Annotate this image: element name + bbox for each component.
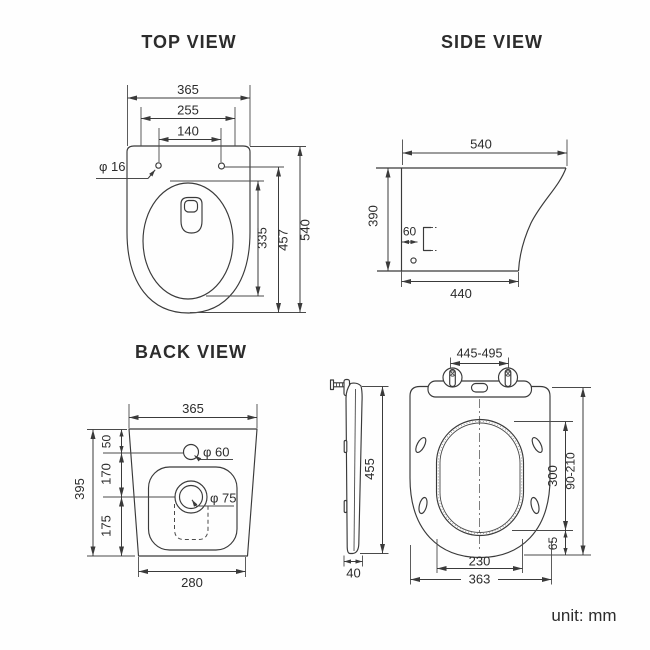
seat-profile-outline [345, 382, 363, 555]
seat-side-profile: 455 40 [329, 378, 389, 581]
dim-bracket-offset: 60 [403, 225, 417, 239]
dim-hinge-adjust-range: 90-210 [564, 452, 578, 490]
right-fixing-hole [217, 162, 226, 170]
back-view-outline [128, 428, 258, 557]
dim-seat-width: 255 [177, 103, 199, 118]
top-view: TOP VIEW 365 255 140 φ 16 [96, 32, 313, 314]
seat-bumper-lower [343, 499, 348, 514]
dim-seat-width: 363 [469, 572, 491, 587]
seat-top-dimensions: 445-495 300 65 90-210 230 363 [410, 347, 591, 587]
seat-outline [409, 385, 551, 559]
bolt-head [329, 379, 335, 391]
dim-rear-offset: 65 [546, 537, 560, 551]
opening-texture [437, 420, 523, 535]
back-view-dimensions: 365 395 50 170 175 φ 60 φ 75 280 [72, 401, 258, 590]
seat-opening [435, 418, 525, 537]
outlet-outer-circle [174, 480, 208, 514]
dim-opening-width: 230 [469, 554, 491, 569]
back-bowl-outline [147, 466, 238, 551]
dim-bowl-length: 335 [255, 227, 270, 249]
dim-rim-depth: 457 [276, 229, 291, 251]
dim-overall-depth: 540 [298, 219, 313, 241]
opening-inner-edge [439, 422, 521, 533]
dim-inlet-to-outlet: 170 [99, 463, 114, 485]
dim-inlet-diameter: φ 60 [203, 445, 230, 460]
left-fixing-hole [155, 162, 162, 169]
flush-jet-opening [183, 199, 199, 213]
outlet-inner-circle [178, 484, 204, 510]
hidden-trapway-outline [174, 504, 209, 540]
top-view-title: TOP VIEW [141, 32, 236, 52]
bowl-rim-ellipse [142, 182, 234, 300]
left-hinge-slot [449, 368, 456, 388]
seat-slot-left-upper [415, 436, 427, 454]
side-view: SIDE VIEW 540 390 60 440 [366, 32, 568, 301]
seat-slot-right-lower [530, 496, 540, 515]
dim-base-depth: 440 [450, 286, 472, 301]
dim-outlet-to-base: 175 [99, 515, 114, 537]
side-rear-curve [517, 167, 567, 272]
dim-overall-width: 365 [177, 82, 199, 97]
dim-back-top-width: 365 [182, 401, 204, 416]
right-hinge-slot [504, 368, 512, 388]
side-fixing-hole [410, 257, 417, 264]
label-backplate [461, 572, 498, 586]
dim-hole-spacing: 140 [177, 124, 199, 139]
water-inlet-hole [182, 443, 200, 461]
left-hinge-screw [449, 370, 456, 377]
dim-opening-length: 300 [545, 465, 560, 487]
hinge-center-slot [470, 382, 489, 393]
dim-height: 390 [366, 205, 381, 227]
dim-base-width: 280 [181, 575, 203, 590]
seat-bumper-upper [343, 439, 348, 454]
side-view-outline [376, 167, 567, 272]
dim-inlet-offset: 50 [100, 435, 114, 449]
side-view-title: SIDE VIEW [441, 32, 543, 52]
back-body-outline [128, 428, 258, 557]
right-hinge-screw [504, 370, 512, 377]
seat-lid-seam [353, 388, 356, 552]
dim-seat-thickness: 40 [346, 566, 360, 581]
seat-top-view: 445-495 300 65 90-210 230 363 [409, 347, 591, 587]
seat-profile-dimensions: 455 40 [343, 386, 389, 581]
bowl-outer-outline [126, 145, 251, 314]
flush-outlet-outline [180, 196, 203, 234]
back-view: BACK VIEW 365 395 50 170 175 [72, 342, 258, 590]
dim-outlet-diameter: φ 75 [210, 491, 237, 506]
side-view-dimensions: 540 390 60 440 [366, 137, 568, 301]
opening-outer-edge [435, 418, 525, 537]
top-view-dimensions: 365 255 140 φ 16 335 457 540 [96, 82, 313, 313]
dim-seat-length: 455 [362, 458, 377, 480]
dim-hinge-spacing: 445-495 [457, 347, 503, 361]
back-view-title: BACK VIEW [135, 342, 247, 362]
dim-back-height: 395 [72, 478, 87, 500]
top-view-outline [126, 145, 251, 314]
unit-label: unit: mm [551, 606, 616, 625]
seat-slot-left-lower [418, 496, 428, 515]
dim-hole-diameter: φ 16 [99, 159, 126, 174]
dim-top-depth: 540 [470, 137, 492, 152]
seat-slot-right-upper [531, 436, 543, 454]
mounting-bracket [422, 226, 431, 252]
